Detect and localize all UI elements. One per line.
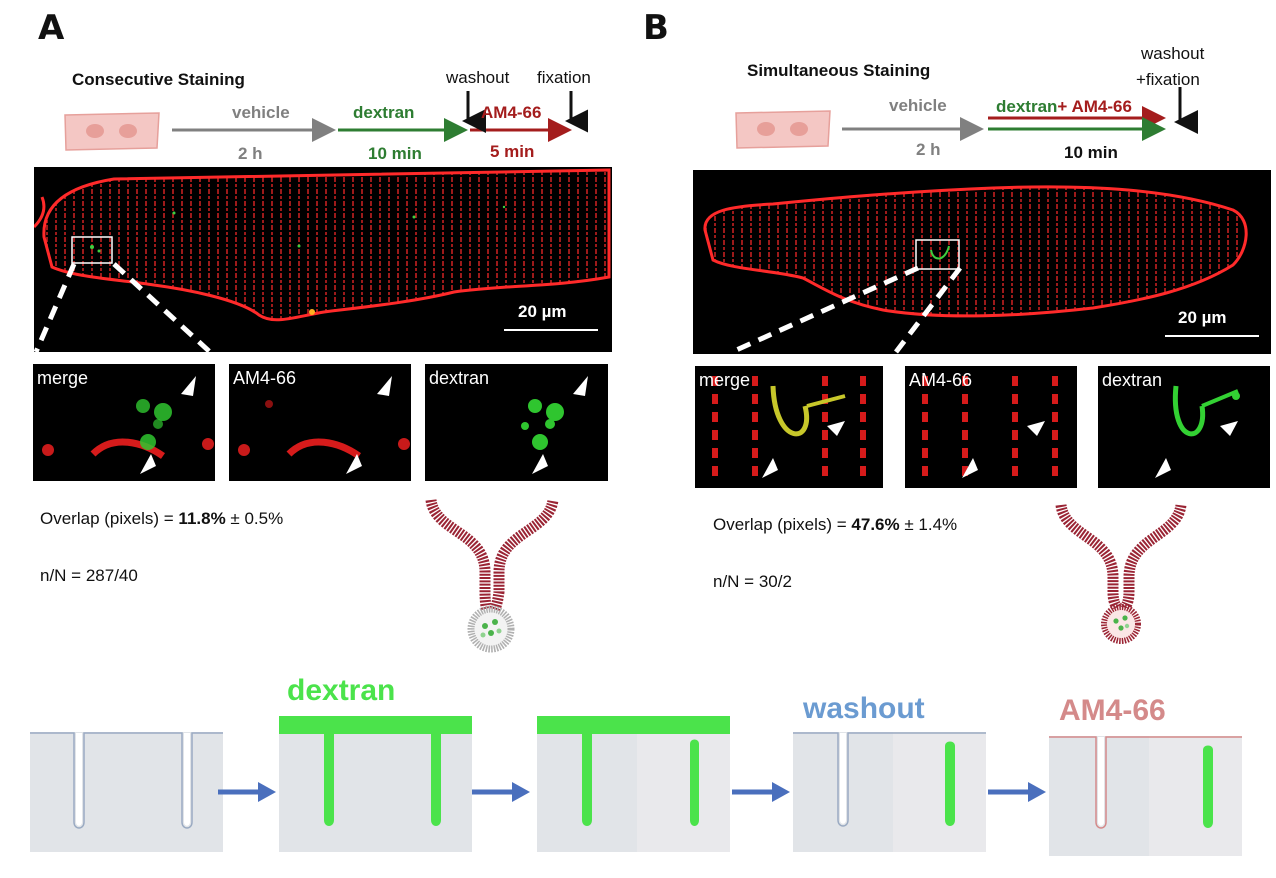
step-am-a: AM4-66 (481, 103, 542, 122)
bottom-label-dextran: dextran (287, 674, 396, 707)
panel-letter-a: A (38, 8, 65, 48)
step-vehicle-time-a: 2 h (238, 144, 263, 163)
stage-3-membrane (537, 716, 730, 852)
n-count-b: n/N = 30/2 (713, 572, 792, 591)
step-fixation-a: fixation (537, 68, 591, 87)
step-washout-a: washout (446, 68, 510, 87)
stage-4-membrane (793, 732, 986, 852)
flow-arrow-2 (472, 782, 530, 802)
flow-arrow-3 (732, 782, 790, 802)
overlap-line-b: Overlap (pixels) = 47.6% ± 1.4% (713, 515, 957, 535)
bottom-label-am: AM4-66 (1059, 694, 1166, 727)
membrane-diagram-a (425, 498, 559, 653)
step-fixation-b: +fixation (1136, 70, 1200, 89)
panel-a-title: Consecutive Staining (72, 70, 245, 89)
step-dextran-time-a: 10 min (368, 144, 422, 163)
step-dextran-b: dextran (996, 97, 1058, 116)
timeline-arrows-b (842, 87, 1198, 141)
membrane-diagram-b (1055, 503, 1187, 644)
inset-dextran-b: dextran (1098, 366, 1270, 488)
overlap-value-a: 11.8% (178, 509, 226, 528)
cell-icon-a (64, 112, 160, 151)
step-dextran-a: dextran (353, 103, 415, 122)
micrograph-b: 20 µm (693, 170, 1271, 354)
timeline-arrows-a (172, 91, 588, 142)
inset-label-am-b: AM4-66 (909, 370, 973, 390)
step-am-time-a: 5 min (490, 142, 535, 161)
step-combined-time-b: 10 min (1064, 143, 1118, 162)
inset-label-dextran-b: dextran (1102, 370, 1163, 390)
scale-bar-label-a: 20 µm (518, 302, 567, 321)
stage-5-membrane (1049, 736, 1242, 856)
flow-arrow-4 (988, 782, 1046, 802)
stage-2-membrane (279, 716, 472, 852)
step-vehicle-b: vehicle (889, 96, 947, 115)
scale-bar-label-b: 20 µm (1178, 308, 1227, 327)
stage-1-membrane (30, 732, 223, 852)
overlap-line-a: Overlap (pixels) = 11.8% ± 0.5% (40, 509, 283, 529)
inset-am-a: AM4-66 (229, 364, 411, 481)
zoom-lines-a (33, 262, 212, 354)
overlap-err-a: ± 0.5% (225, 509, 284, 528)
zoom-lines-b (730, 266, 962, 355)
cell-icon-b (735, 110, 831, 149)
inset-dextran-a: dextran (425, 364, 608, 481)
step-vehicle-a: vehicle (232, 103, 290, 122)
panel-letter-b: B (643, 8, 669, 48)
step-washout-b: washout (1141, 44, 1205, 63)
step-am-b: + AM4-66 (1057, 97, 1132, 116)
bottom-label-washout: washout (803, 692, 925, 725)
step-vehicle-time-b: 2 h (916, 140, 941, 159)
inset-merge-a: merge (33, 364, 215, 481)
flow-arrow-1 (218, 782, 276, 802)
inset-label-dextran-a: dextran (429, 368, 490, 388)
overlap-value-b: 47.6% (851, 515, 900, 534)
overlap-prefix-a: Overlap (pixels) = (40, 509, 179, 528)
step-combined-b: dextran+ AM4-66 (996, 97, 1132, 117)
overlap-err-b: ± 1.4% (899, 515, 958, 534)
inset-merge-b: merge (695, 366, 883, 488)
overlap-prefix-b: Overlap (pixels) = (713, 515, 852, 534)
inset-label-merge-b: merge (699, 370, 751, 390)
inset-label-am-a: AM4-66 (233, 368, 297, 388)
micrograph-a: 20 µm (34, 167, 612, 352)
n-count-a: n/N = 287/40 (40, 566, 138, 585)
panel-b-title: Simultaneous Staining (747, 61, 931, 80)
inset-label-merge-a: merge (37, 368, 89, 388)
inset-am-b: AM4-66 (905, 366, 1077, 488)
